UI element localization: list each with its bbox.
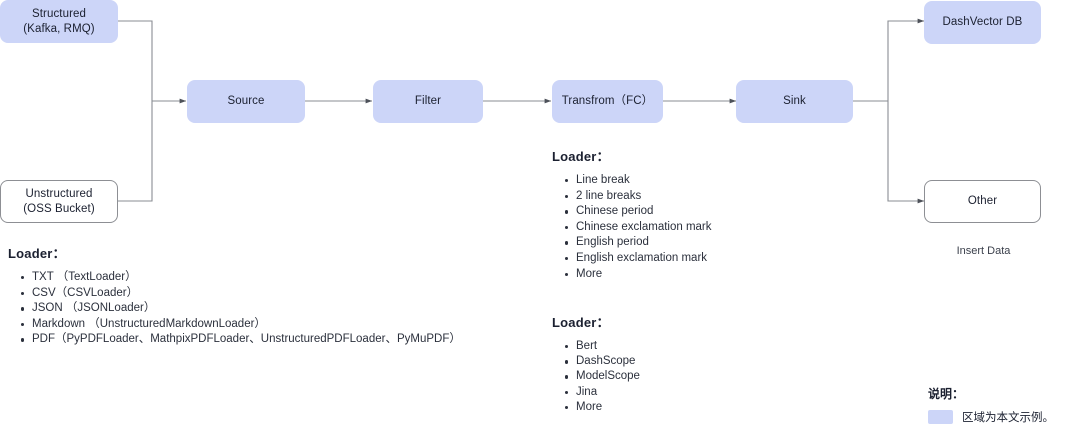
list-item: English exclamation mark bbox=[565, 251, 712, 267]
embed-loader-block: Loader： Bert DashScope ModelScope Jina M… bbox=[552, 312, 640, 415]
embed-loader-title: Loader： bbox=[552, 315, 610, 330]
node-filter[interactable]: Filter bbox=[373, 80, 483, 123]
node-unstructured[interactable]: Unstructured (OSS Bucket) bbox=[0, 180, 118, 223]
list-item: ModelScope bbox=[565, 369, 640, 384]
split-loader-block: Loader： Line break 2 line breaks Chinese… bbox=[552, 146, 712, 282]
label-insert-data: Insert Data bbox=[956, 245, 1011, 257]
node-other[interactable]: Other bbox=[924, 180, 1041, 223]
split-loader-title: Loader： bbox=[552, 149, 610, 164]
legend-row: 区域为本文示例。 bbox=[928, 409, 1054, 425]
list-item: More bbox=[565, 267, 712, 283]
list-item: 2 line breaks bbox=[565, 189, 712, 205]
list-item: Jina bbox=[565, 385, 640, 400]
wire-junction-to-dashvector bbox=[887, 18, 925, 101]
node-dashvector-db[interactable]: DashVector DB bbox=[924, 1, 1041, 44]
list-item: TXT （TextLoader） bbox=[21, 270, 461, 286]
node-transform[interactable]: Transfrom（FC） bbox=[552, 80, 663, 123]
node-structured[interactable]: Structured (Kafka, RMQ) bbox=[0, 0, 118, 43]
legend: 说明： 区域为本文示例。 bbox=[928, 385, 1054, 425]
file-loader-title: Loader： bbox=[8, 246, 66, 261]
wire-junction-to-other bbox=[887, 101, 925, 204]
legend-color-swatch bbox=[928, 410, 953, 424]
file-loader-block: Loader： TXT （TextLoader） CSV（CSVLoader） … bbox=[8, 243, 461, 348]
list-item: Bert bbox=[565, 339, 640, 354]
wire-structured-to-source bbox=[118, 20, 153, 101]
legend-description: 区域为本文示例。 bbox=[962, 412, 1054, 424]
legend-title: 说明： bbox=[928, 387, 965, 401]
list-item: Line break bbox=[565, 173, 712, 189]
node-source[interactable]: Source bbox=[187, 80, 305, 123]
split-loader-list: Line break 2 line breaks Chinese period … bbox=[552, 173, 712, 282]
embed-loader-list: Bert DashScope ModelScope Jina More bbox=[552, 339, 640, 415]
list-item: DashScope bbox=[565, 354, 640, 369]
wire-unstructured-to-source bbox=[118, 101, 153, 202]
list-item: CSV（CSVLoader） bbox=[21, 286, 461, 302]
list-item: More bbox=[565, 400, 640, 415]
list-item: JSON （JSONLoader） bbox=[21, 301, 461, 317]
node-sink[interactable]: Sink bbox=[736, 80, 853, 123]
list-item: Markdown （UnstructuredMarkdownLoader） bbox=[21, 317, 461, 333]
list-item: English period bbox=[565, 235, 712, 251]
file-loader-list: TXT （TextLoader） CSV（CSVLoader） JSON （JS… bbox=[8, 270, 461, 348]
list-item: PDF（PyPDFLoader、MathpixPDFLoader、Unstruc… bbox=[21, 332, 461, 348]
list-item: Chinese period bbox=[565, 204, 712, 220]
list-item: Chinese exclamation mark bbox=[565, 220, 712, 236]
